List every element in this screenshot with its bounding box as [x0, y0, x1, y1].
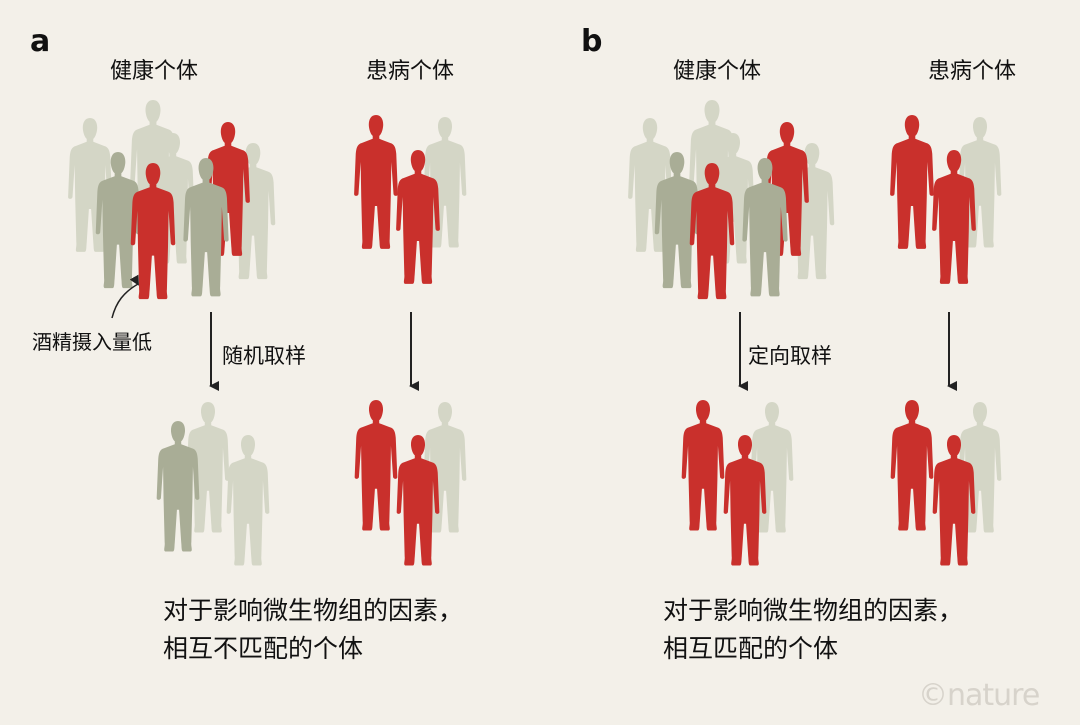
panel-b-sampling-label: 定向取样	[748, 344, 832, 368]
panel-b-sampled-diseased-red-person-figure	[890, 400, 934, 531]
panel-a-sampling-label: 随机取样	[222, 344, 306, 368]
panel-b-diseased-red-person-figure	[890, 115, 934, 249]
panel-b-caption-line1: 对于影响微生物组的因素，	[663, 596, 964, 625]
panel-b-diseased-title: 患病个体	[928, 59, 1017, 84]
panel-b-sampled-healthy-red-person-figure	[681, 400, 725, 531]
panel-a-caption-line2: 相互不匹配的个体	[163, 634, 364, 663]
panel-a-diseased-title: 患病个体	[366, 59, 455, 84]
panel-a-alcohol-note: 酒精摄入量低	[32, 330, 152, 354]
panel-a-healthy-title: 健康个体	[110, 59, 199, 84]
panel-b-healthy-title: 健康个体	[673, 59, 762, 84]
panel-a-diseased-red-person-figure	[354, 115, 398, 249]
panel-a-caption-line1: 对于影响微生物组的因素，	[163, 596, 464, 625]
nature-credit: ©nature	[918, 678, 1040, 713]
panel-a-sampled-healthy-light-grey-person-figure	[226, 435, 270, 566]
panel-b-caption-line2: 相互匹配的个体	[663, 634, 839, 663]
alcohol-note-pointer-arrow	[111, 274, 139, 319]
panel-a-letter: a	[30, 24, 51, 59]
panel-b-letter: b	[581, 24, 603, 59]
panel-a-sampled-diseased-red-person-figure	[354, 400, 398, 531]
